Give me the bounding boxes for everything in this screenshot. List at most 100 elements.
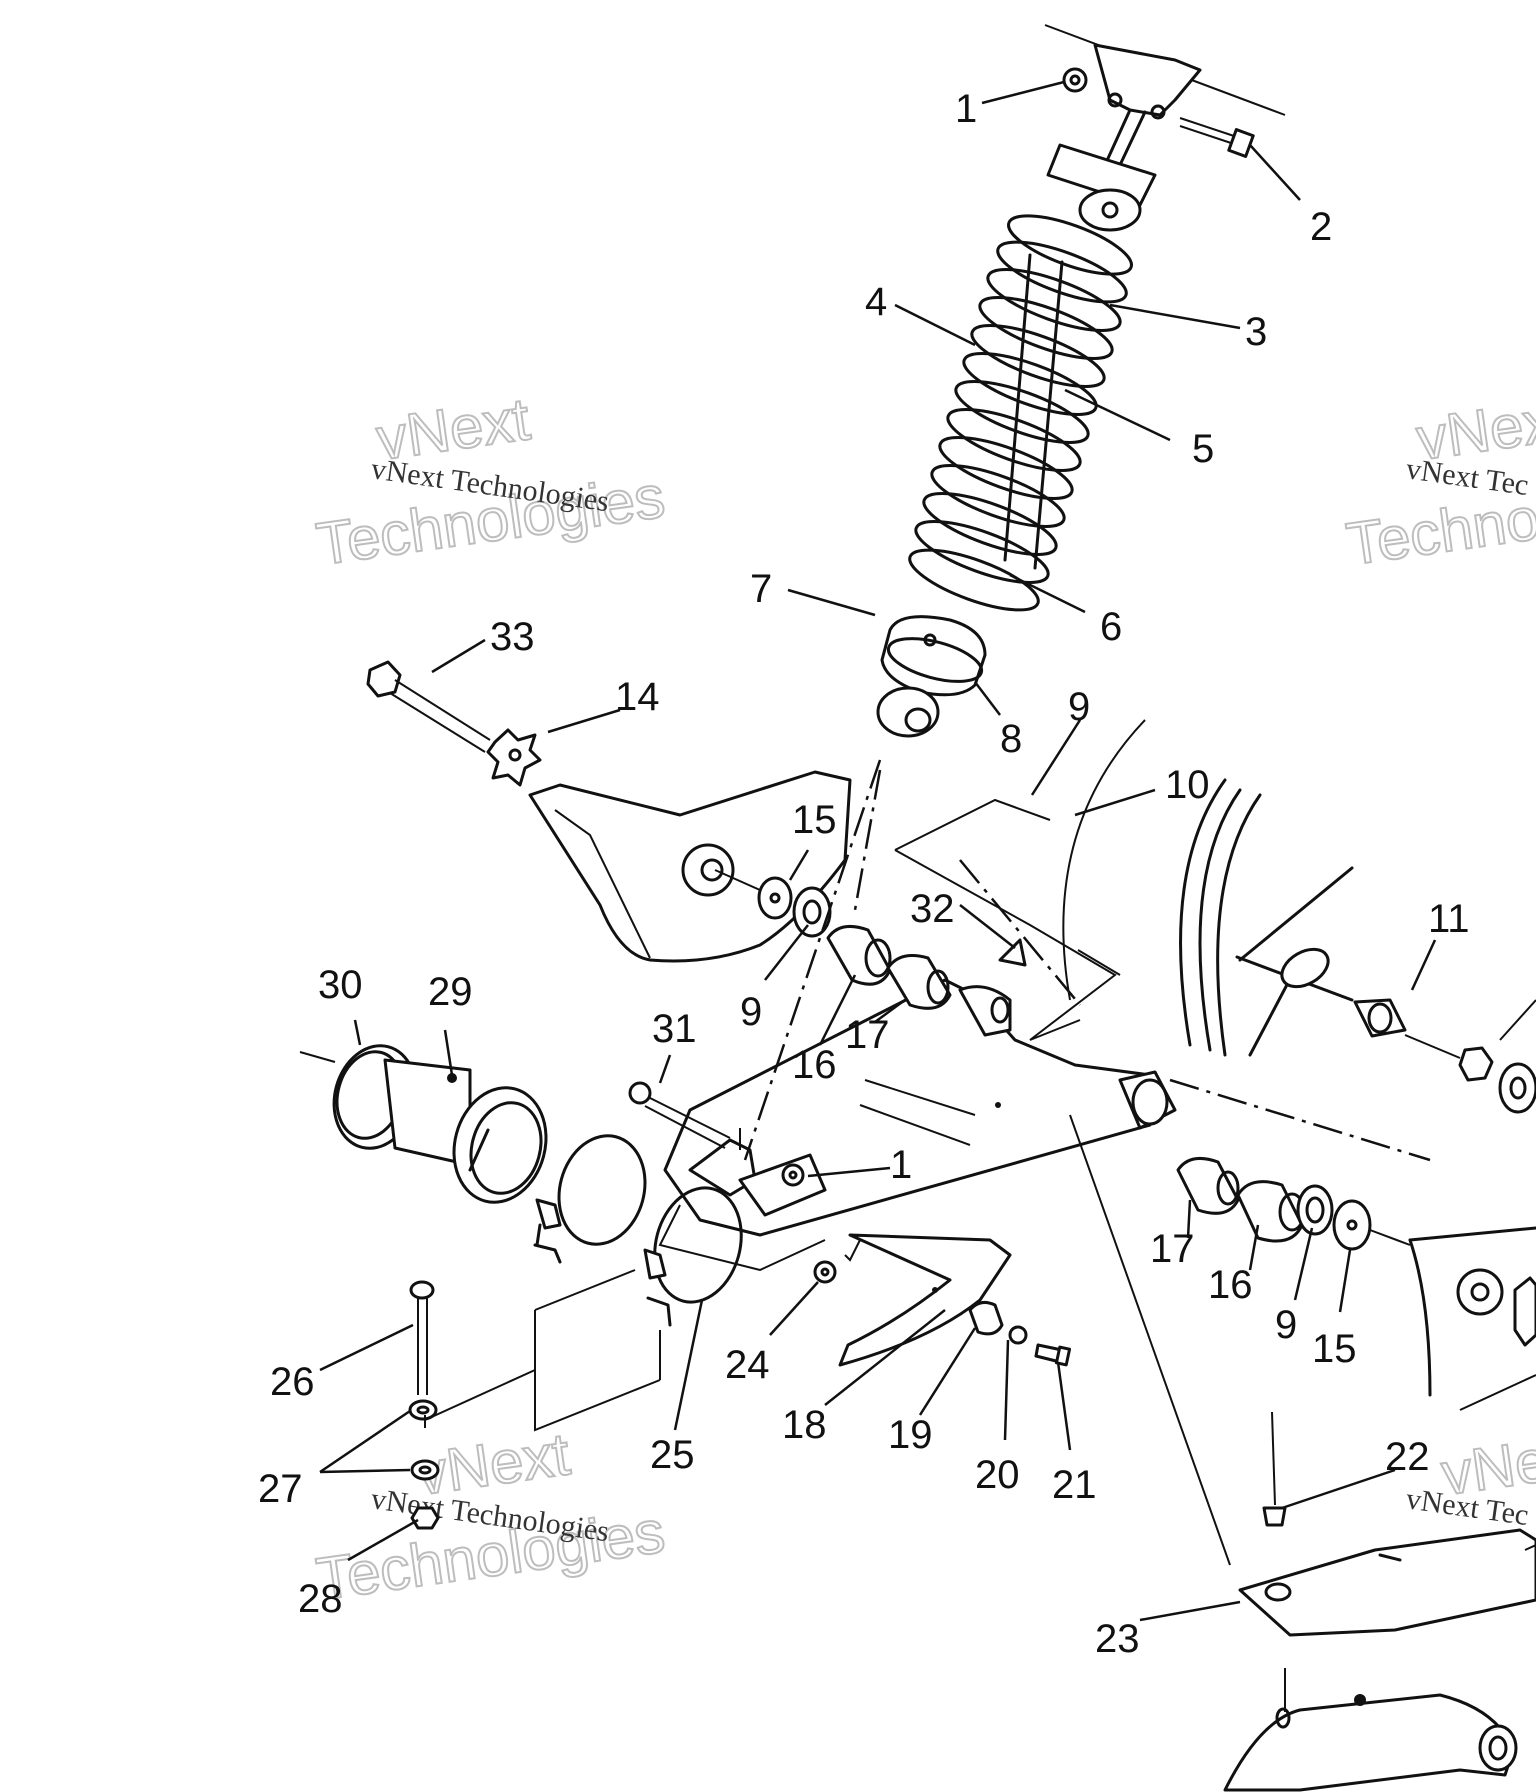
guide-line-23 [1069, 1114, 1231, 1566]
bushing-washer-upper [792, 886, 832, 938]
watermark-top-right: vNex Techno vNext Tec [1341, 387, 1536, 579]
slider-screw [1034, 1343, 1072, 1367]
callout-24: 24 [725, 1343, 770, 1387]
callout-17: 17 [845, 1013, 890, 1057]
plate-outline-upper [894, 798, 1121, 1041]
tire-arc [1062, 719, 1262, 1057]
callout-8: 8 [1000, 717, 1022, 761]
upper-frame-bracket [1044, 24, 1286, 167]
bracket-bolt [628, 1081, 731, 1149]
star-washer [486, 728, 542, 787]
wheel-hub [1235, 866, 1354, 1057]
flat-washer-lower [1332, 1199, 1372, 1251]
hub-washer [1498, 1062, 1536, 1114]
callout-22: 22 [1385, 1435, 1430, 1479]
hub-tip-line [1499, 999, 1536, 1041]
swing-arm [658, 978, 1177, 1272]
leader-lines [319, 80, 1437, 1622]
washer-27-upper [408, 1399, 438, 1421]
callout-27: 27 [258, 1467, 303, 1511]
callout-2: 2 [1310, 205, 1332, 249]
guide-line [853, 769, 882, 911]
upper-axis-line [714, 869, 761, 891]
callout-33: 33 [490, 615, 535, 659]
callout-19: 19 [888, 1413, 933, 1457]
callout-31: 31 [652, 1007, 697, 1051]
bearing-carrier [299, 1044, 548, 1204]
clamp-left [533, 1134, 647, 1264]
hub-axle-line [1404, 1034, 1461, 1059]
callout-7: 7 [750, 567, 772, 611]
guide-line-center [743, 759, 882, 1161]
callout-17: 17 [1150, 1227, 1195, 1271]
callout-32: 32 [910, 887, 955, 931]
callout-9: 9 [1275, 1303, 1297, 1347]
right-guard-plate [1408, 1226, 1536, 1411]
upper-mount-nut [1062, 67, 1088, 93]
callout-9: 9 [740, 990, 762, 1034]
callouts: 1 2 3 4 5 6 7 8 9 10 11 15 32 33 14 30 2… [258, 87, 1470, 1661]
hub-nut [1458, 1046, 1494, 1082]
guide-line [1169, 1078, 1431, 1162]
bushing-sleeve-upper-b [886, 954, 952, 1010]
callout-16: 16 [792, 1043, 837, 1087]
washer-27-lower [410, 1459, 440, 1481]
nut-28 [410, 1506, 440, 1530]
rivet-22 [1262, 1411, 1287, 1527]
callout-26: 26 [270, 1360, 315, 1404]
callout-1: 1 [955, 87, 977, 131]
callout-1: 1 [890, 1143, 912, 1187]
callout-21: 21 [1052, 1463, 1097, 1507]
grease-fitting [998, 938, 1027, 967]
callout-23: 23 [1095, 1617, 1140, 1661]
callout-25: 25 [650, 1433, 695, 1477]
plate-outline-lower-left [424, 1269, 661, 1432]
callout-6: 6 [1100, 605, 1122, 649]
callout-18: 18 [782, 1403, 827, 1447]
clamp-right [643, 1186, 743, 1327]
a-arm-hole [1354, 1694, 1366, 1706]
bushing-washer-lower [1296, 1184, 1334, 1236]
callout-30: 30 [318, 963, 363, 1007]
mounting-plate-23 [1238, 1528, 1536, 1637]
flat-washer-upper [757, 876, 793, 920]
slider-hole [932, 1287, 938, 1293]
shock-spring [908, 214, 1133, 612]
callout-5: 5 [1192, 427, 1214, 471]
callout-11: 11 [1428, 897, 1470, 941]
clamp-nut [813, 1260, 837, 1284]
swing-arm-hole [995, 1102, 1001, 1108]
grease-zerk [447, 1073, 457, 1083]
bushing-sleeve-lower-a [1176, 1156, 1240, 1215]
hub-bushing [1353, 998, 1407, 1038]
lower-axis-line [1369, 1229, 1411, 1246]
bracket-nut [781, 1163, 805, 1187]
bushing-sleeve-lower-b [1236, 1180, 1306, 1243]
slider-lock-washer [1008, 1325, 1028, 1345]
chain-slider [838, 1233, 1012, 1367]
callout-15: 15 [1312, 1327, 1357, 1371]
callout-16: 16 [1208, 1263, 1253, 1307]
watermark-top-left: vNext Technologies vNext Technologies [311, 384, 669, 579]
upper-mount-bolt [1179, 117, 1255, 158]
callout-28: 28 [298, 1577, 343, 1621]
bushing-sleeve-upper-a [826, 924, 892, 986]
guard-bolt [366, 660, 491, 753]
guide-line [959, 859, 1081, 1006]
callout-4: 4 [865, 280, 887, 324]
callout-10: 10 [1165, 763, 1210, 807]
slider-spacer [968, 1300, 1004, 1336]
a-arm-lower [1223, 1668, 1518, 1792]
watermark-big-line1: vNe [1437, 1427, 1536, 1508]
watermark-bottom-left: vNext Technologies vNext Technologies [311, 1419, 669, 1614]
vertical-bolt-26 [409, 1280, 435, 1395]
clamp-bracket [688, 1128, 827, 1217]
callout-29: 29 [428, 970, 473, 1014]
callout-15: 15 [792, 798, 837, 842]
callout-3: 3 [1245, 310, 1267, 354]
callout-20: 20 [975, 1453, 1020, 1497]
callout-9: 9 [1068, 685, 1090, 729]
shock-absorber-assembly [876, 143, 1157, 738]
callout-14: 14 [615, 675, 660, 719]
